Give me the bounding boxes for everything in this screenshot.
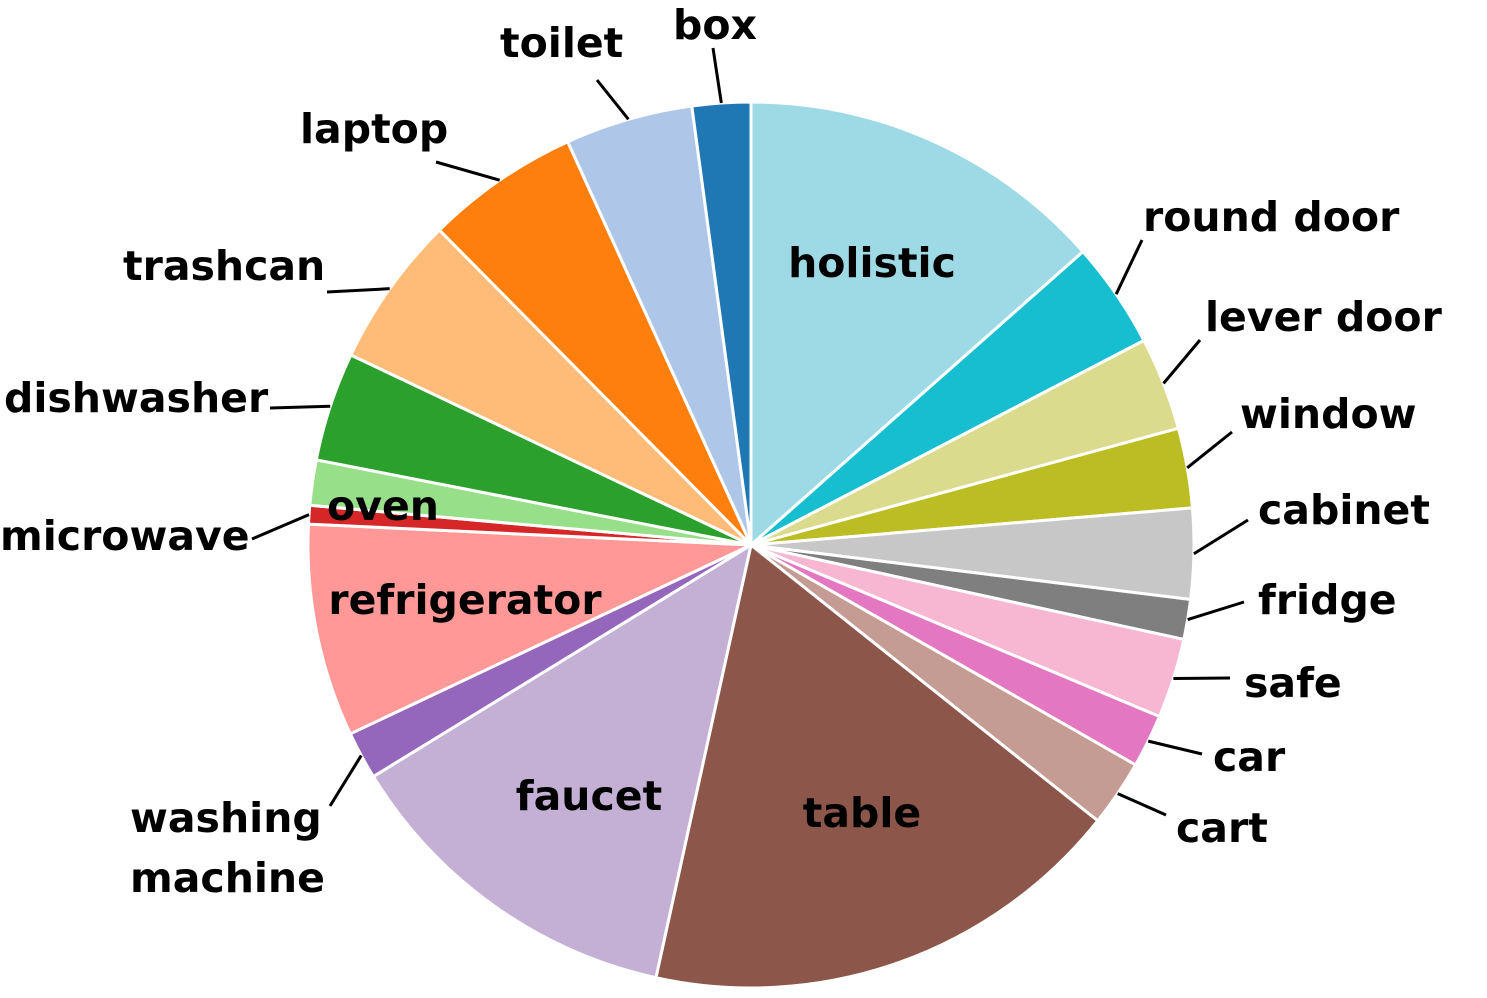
slice-label-safe: safe [1244,659,1342,707]
pie-slices [306,100,1196,990]
pie-slice-trashcan [349,228,753,547]
slice-label-window: window [1240,390,1417,438]
leader-line-safe [1173,676,1231,681]
leader-line-window [1186,430,1233,469]
slice-label-box: box [673,1,757,49]
pie-slice-faucet [371,543,753,980]
slice-label-toilet: toilet [500,19,623,67]
leader-line-round-door [1114,239,1144,295]
slice-label-faucet: faucet [516,772,662,820]
slice-label-cabinet: cabinet [1258,486,1430,534]
leader-line-box [711,47,723,104]
leader-line-laptop [435,160,501,182]
leader-line-dishwasher [269,404,331,410]
pie-slice-table [654,543,1100,990]
leader-line-toilet [595,79,630,121]
slice-label-microwave: microwave [0,512,250,560]
slice-label-round-door: round door [1143,193,1400,241]
leader-line-washing-machine [328,754,363,807]
slice-label-fridge: fridge [1258,576,1397,624]
leader-line-lever-door [1162,339,1202,385]
leader-line-cart [1117,792,1167,817]
pie-slice-holistic [749,100,1085,547]
slice-label-cart: cart [1176,804,1268,852]
slice-label-table: table [803,789,921,837]
leader-line-trashcan [326,287,390,294]
pie-slice-refrigerator [306,522,753,736]
slice-label-refrigerator: refrigerator [328,576,602,624]
slice-label-car: car [1213,733,1286,781]
slice-label-laptop: laptop [300,105,448,153]
leader-line-fridge [1187,600,1245,621]
slice-label-holistic: holistic [788,239,956,287]
slice-labels: holistic round door lever door window cabine… [0,1,1443,902]
slice-label-lever-door: lever door [1205,293,1443,341]
leader-line-microwave [251,513,310,541]
slice-label-trashcan: trashcan [123,242,325,290]
slice-label-dishwasher: dishwasher [4,374,269,422]
pie-slice-laptop [437,140,753,547]
slice-label-oven: oven [327,482,439,530]
leader-line-car [1147,739,1203,756]
leader-lines [251,47,1249,817]
leader-line-cabinet [1193,518,1249,556]
